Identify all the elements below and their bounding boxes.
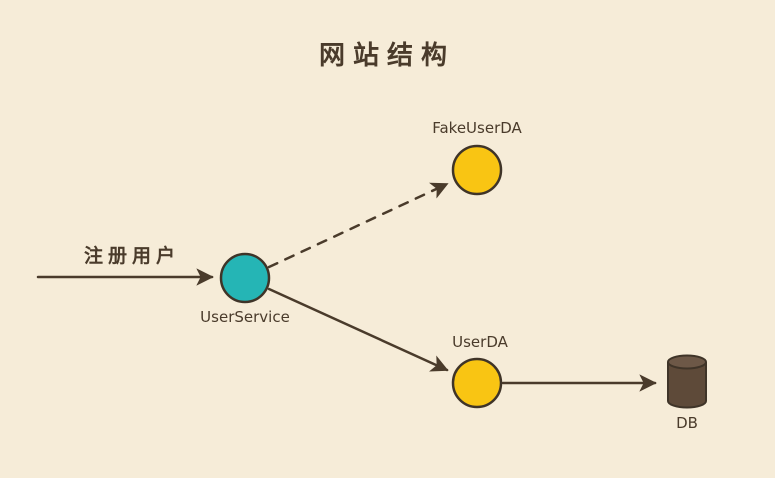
db-cylinder-body: [667, 362, 707, 409]
flow-label: 注册用户: [84, 244, 180, 267]
node-user-service: UserService: [200, 252, 290, 326]
node-fake-user-da: FakeUserDA: [432, 119, 523, 196]
node-user-da: UserDA: [451, 333, 509, 409]
db-label: DB: [676, 414, 698, 432]
db-cylinder-top: [667, 354, 707, 370]
fake-user-da-circle: [451, 144, 503, 196]
fake-user-da-label: FakeUserDA: [432, 119, 522, 137]
edge-userservice-userda: [267, 287, 449, 372]
user-service-circle: [219, 252, 271, 304]
edge-userservice-fakeuserda: [267, 182, 449, 269]
node-db: DB: [667, 354, 707, 432]
user-da-circle: [451, 357, 503, 409]
user-service-label: UserService: [200, 308, 290, 326]
user-da-label: UserDA: [452, 333, 508, 351]
diagram-title: 网站结构: [319, 41, 455, 71]
